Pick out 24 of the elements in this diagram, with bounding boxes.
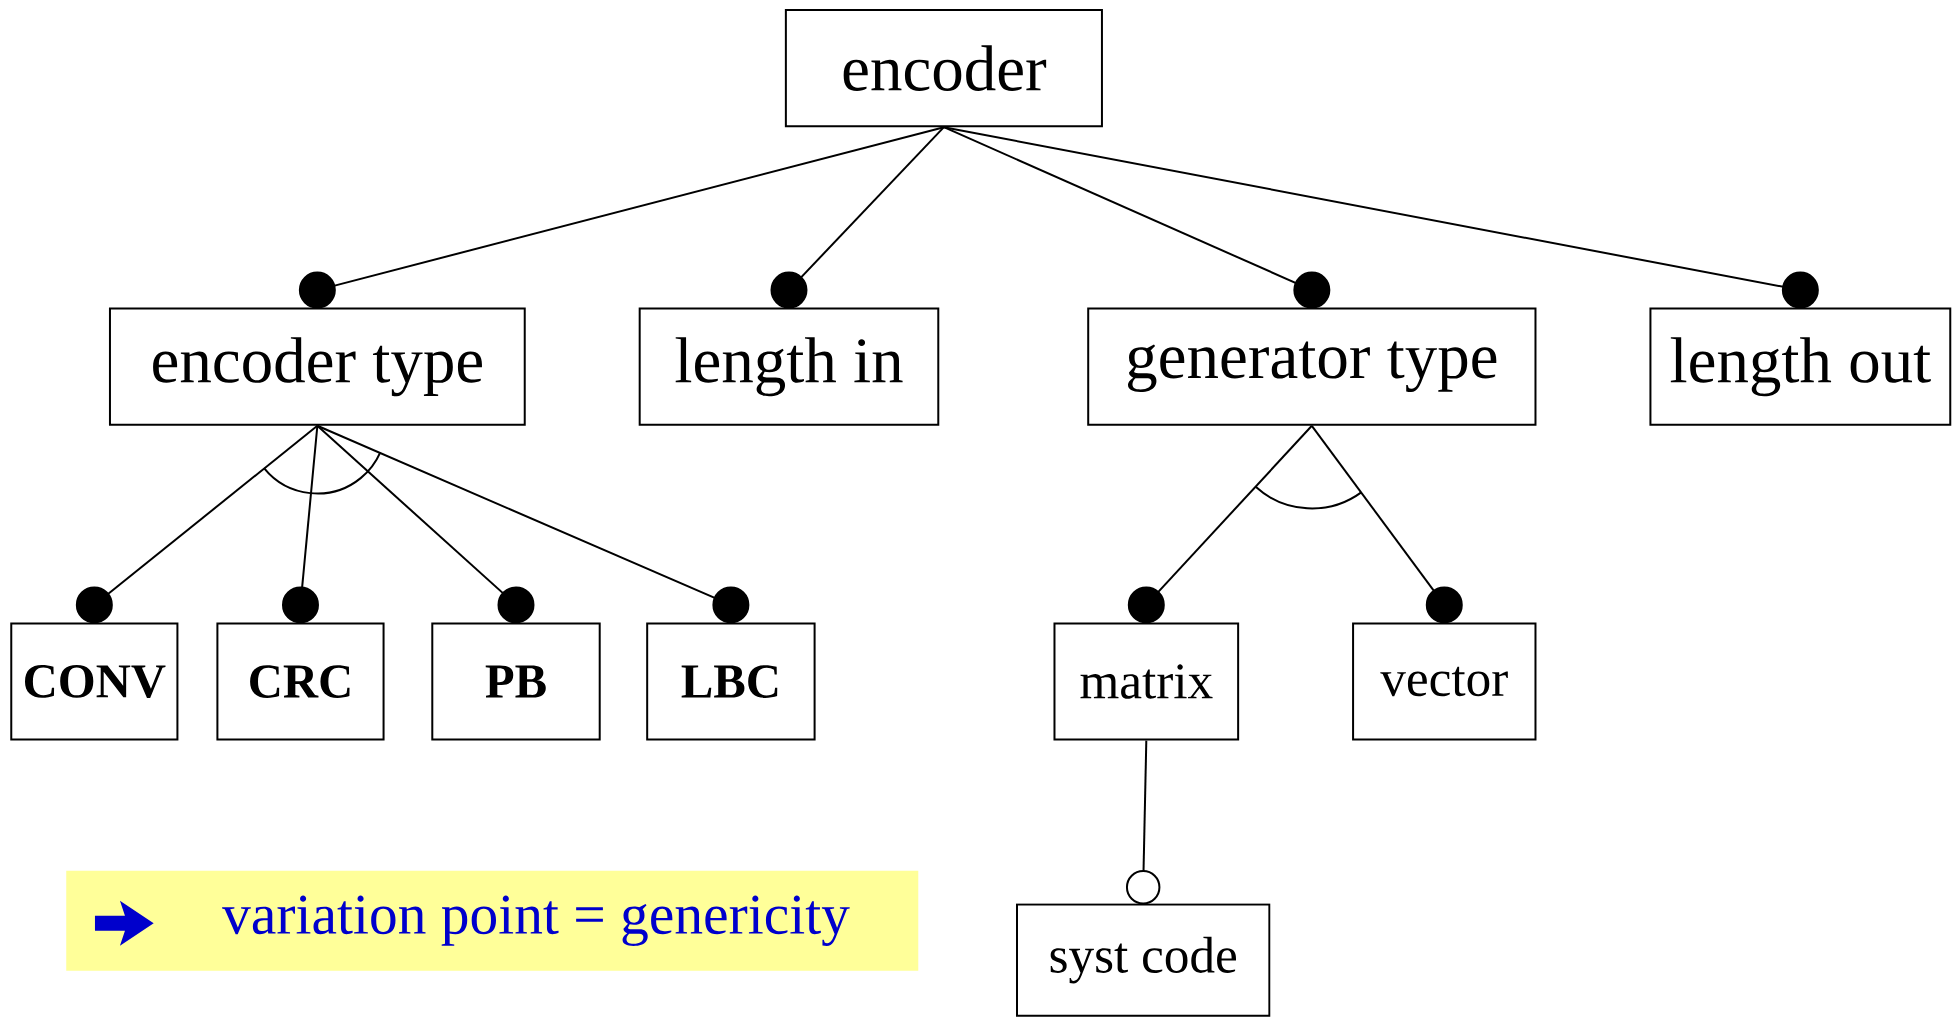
feature-box: syst code: [1016, 903, 1271, 1017]
feature-box: LBC: [646, 622, 816, 741]
note-box: variation point = genericity: [66, 870, 919, 971]
feature-box: encoder: [784, 9, 1103, 128]
connector: [298, 126, 945, 309]
connector: [316, 424, 750, 624]
feature-box: length in: [638, 307, 940, 426]
connector: [75, 424, 319, 624]
connector: [770, 126, 945, 309]
connector: [282, 424, 319, 624]
connector: [942, 126, 1819, 309]
feature-box: vector: [1352, 622, 1537, 741]
feature-box: length out: [1649, 307, 1952, 426]
feature-box: CRC: [216, 622, 385, 741]
connector: [942, 126, 1331, 309]
feature-box: generator type: [1087, 307, 1537, 426]
feature-box: matrix: [1053, 622, 1240, 741]
connector: [316, 424, 535, 624]
connector: [1310, 424, 1463, 624]
feature-box: PB: [431, 622, 601, 741]
connector: [1127, 424, 1313, 624]
feature-box: CONV: [10, 622, 179, 741]
connector: [1125, 739, 1161, 905]
feature-box: encoder type: [108, 307, 526, 426]
